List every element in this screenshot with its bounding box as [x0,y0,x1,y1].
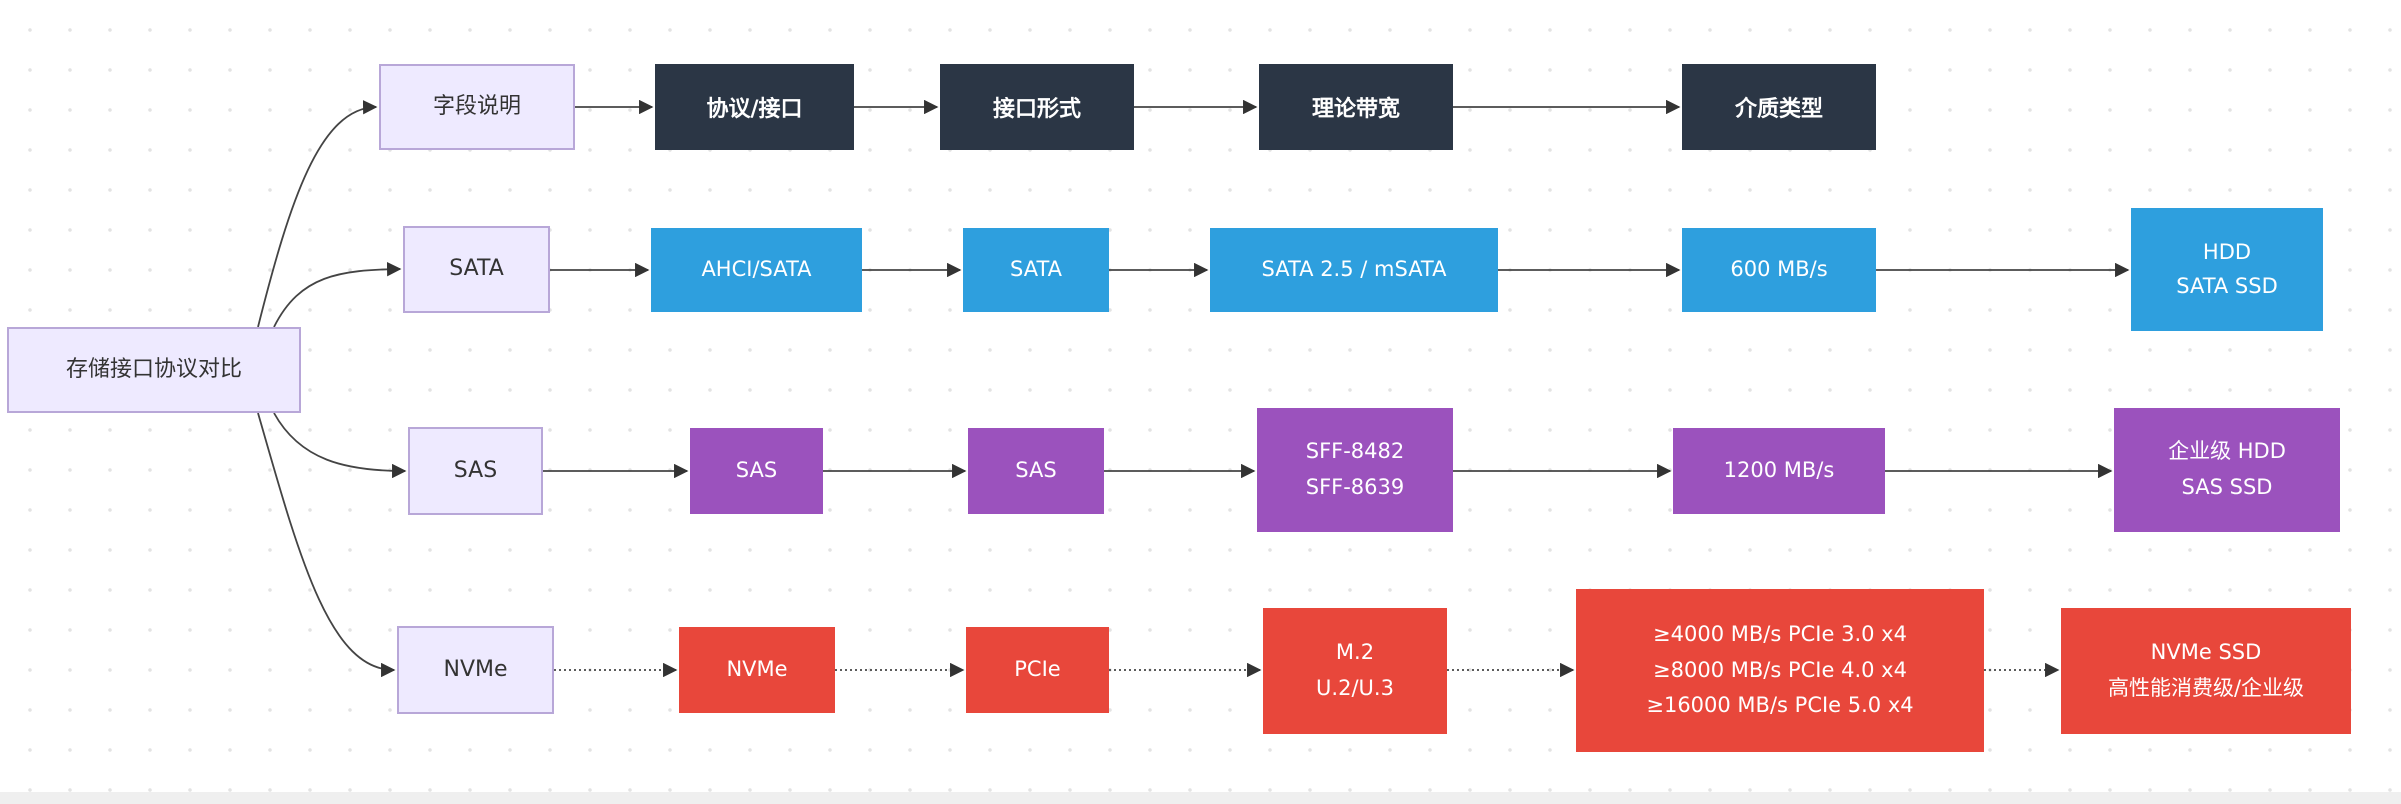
cell-text: 1200 MB/s [1723,458,1835,483]
sata-cell-form: SATA 2.5 / mSATA [1210,228,1498,312]
header-cell-media: 介质类型 [1682,64,1876,150]
cell-text: NVMe [726,657,788,682]
cell-text: SFF-8482 SFF-8639 [1305,439,1405,499]
edge-root-to-header [257,100,378,328]
cell-text: 600 MB/s [1730,257,1828,282]
sas-cell-form: SFF-8482 SFF-8639 [1257,408,1453,532]
sas-cell-protocol: SAS [690,428,823,514]
nvme-cell-interface: PCIe [966,627,1109,713]
row-label-header: 字段说明 [379,64,575,150]
nvme-cell-media: NVMe SSD 高性能消费级/企业级 [2061,608,2351,734]
row-label-sata: SATA [403,226,550,313]
root-node: 存储接口协议对比 [7,327,301,413]
root-label: 存储接口协议对比 [65,356,242,382]
row-label-text: 字段说明 [432,93,521,119]
row-label-text: SATA [449,256,504,282]
cell-text: SAS [735,458,778,483]
edge-root-to-sas [273,412,407,479]
cell-text: 介质类型 [1734,97,1823,122]
sas-cell-interface: SAS [968,428,1104,514]
cell-text: ≥4000 MB/s PCIe 3.0 x4 ≥8000 MB/s PCIe 4… [1646,621,1914,718]
sas-cell-bandwidth: 1200 MB/s [1673,428,1885,514]
cell-text: M.2 U.2/U.3 [1316,640,1394,700]
cell-text: 企业级 HDD SAS SSD [2168,439,2286,499]
cell-text: SAS [1015,458,1057,483]
cell-text: AHCI/SATA [701,257,812,282]
header-cell-bandwidth: 理论带宽 [1259,64,1453,150]
cell-text: PCIe [1014,657,1061,682]
sata-cell-bandwidth: 600 MB/s [1682,228,1876,312]
bottom-scrollbar-area [0,792,2401,804]
header-cell-protocol: 协议/接口 [655,64,854,150]
cell-text: 协议/接口 [706,97,803,122]
cell-text: 理论带宽 [1311,97,1400,122]
sas-cell-media: 企业级 HDD SAS SSD [2114,408,2340,532]
sata-cell-protocol: AHCI/SATA [651,228,862,312]
nvme-cell-form: M.2 U.2/U.3 [1263,608,1447,734]
edge-root-to-sata [273,262,402,328]
row-label-text: SAS [453,457,498,483]
header-cell-form: 接口形式 [940,64,1134,150]
row-label-sas: SAS [408,427,543,515]
cell-text: HDD SATA SSD [2176,239,2278,298]
nvme-cell-bandwidth: ≥4000 MB/s PCIe 3.0 x4 ≥8000 MB/s PCIe 4… [1576,589,1984,752]
cell-text: SATA 2.5 / mSATA [1261,257,1447,282]
row-label-nvme: NVMe [397,626,554,714]
sata-cell-interface: SATA [963,228,1109,312]
cell-text: NVMe SSD 高性能消费级/企业级 [2107,640,2305,700]
cell-text: SATA [1009,257,1063,282]
row-label-text: NVMe [443,656,508,682]
sata-cell-media: HDD SATA SSD [2131,208,2323,331]
edge-root-to-nvme [257,412,396,678]
nvme-cell-protocol: NVMe [679,627,835,713]
cell-text: 接口形式 [992,97,1081,122]
